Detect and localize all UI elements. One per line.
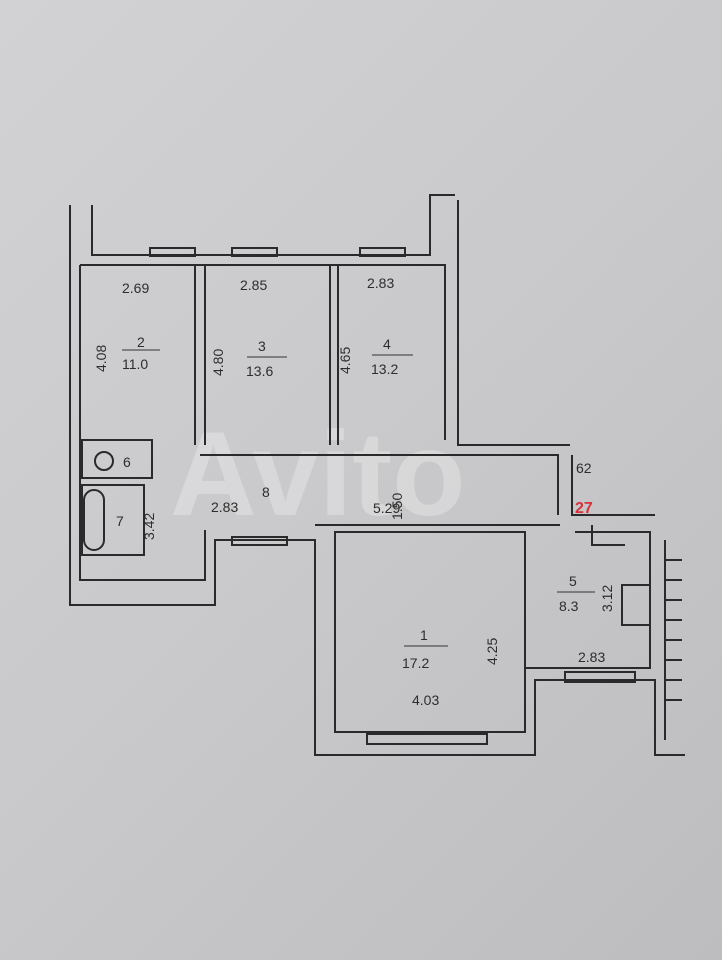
room-1-area: 17.2 [402,655,429,671]
room-3-width: 2.85 [240,277,267,293]
room-1-length: 4.25 [484,638,500,665]
annotation-62: 62 [576,460,592,476]
annotation-27: 27 [575,500,593,517]
watermark: Avito [170,407,466,541]
room-4-number: 4 [383,336,391,352]
room-6-number: 6 [123,454,131,470]
room-4-length: 4.65 [337,347,353,374]
room-2-length: 4.08 [93,345,109,372]
room-5-width: 2.83 [578,649,605,665]
room-5-number: 5 [569,573,577,589]
room-8-depth: 1.50 [389,493,405,520]
room-2-number: 2 [137,334,145,350]
room-8-number: 8 [262,484,270,500]
room-5-length: 3.12 [599,585,615,612]
room-7-length: 3.42 [141,513,157,540]
room-5-area: 8.3 [559,598,579,614]
room-3-number: 3 [258,338,266,354]
room-2-width: 2.69 [122,280,149,296]
walls [69,194,685,756]
room-2-area: 11.0 [122,356,148,372]
room-8-length: 5.29 [373,500,400,516]
room-3-area: 13.6 [246,363,273,379]
room-1-number: 1 [420,627,428,643]
room-7-number: 7 [116,513,124,529]
room-4-area: 13.2 [371,361,398,377]
room-8-width: 2.83 [211,499,238,515]
room-4-width: 2.83 [367,275,394,291]
room-3-length: 4.80 [210,349,226,376]
room-1-width: 4.03 [412,692,439,708]
